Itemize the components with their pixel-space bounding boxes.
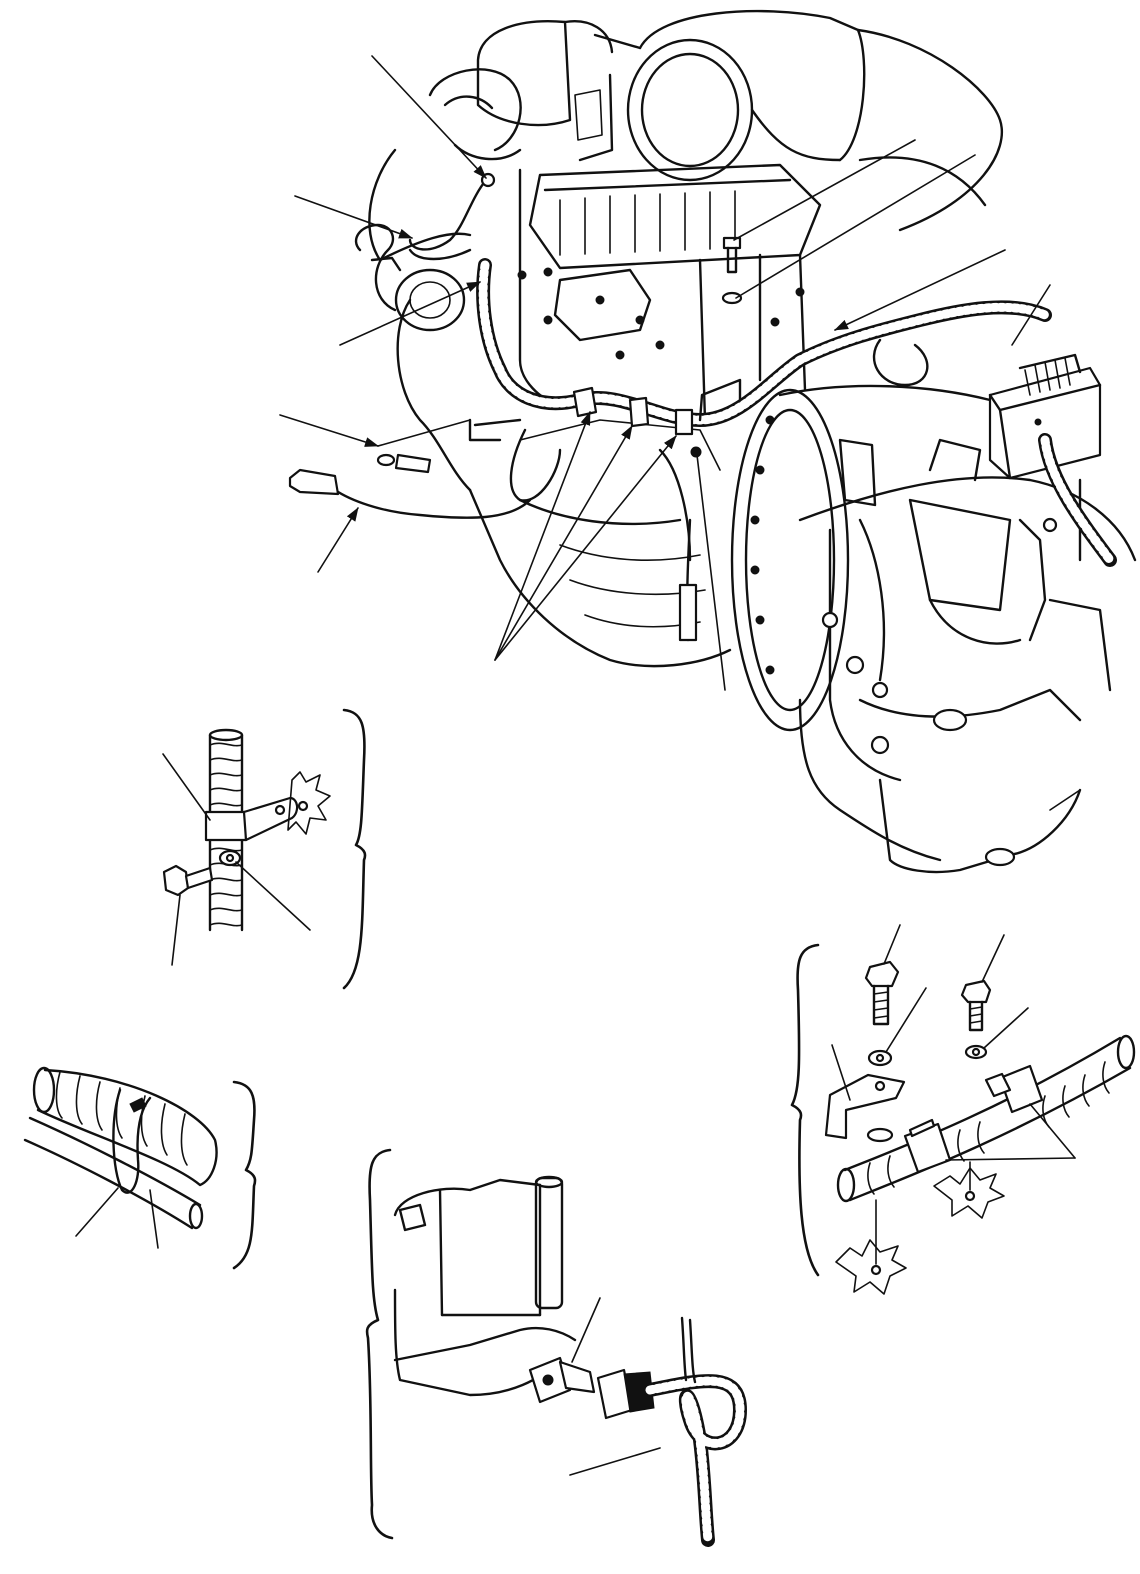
main-view-leaders [279, 55, 1081, 811]
air-cleaner [476, 9, 1004, 232]
detail-connector [365, 1148, 747, 1547]
engine-block [396, 267, 805, 668]
detail-bracket-clamps [790, 924, 1136, 1295]
main-harness [288, 172, 1117, 642]
engine-assembly [354, 9, 1137, 874]
detail-clamp-bracket [162, 708, 367, 990]
detail-cable-tie [23, 1066, 257, 1270]
fan-pulley [354, 223, 466, 332]
controller-box [988, 353, 1102, 480]
flywheel-housing [730, 384, 992, 732]
transmission-housing [798, 438, 1137, 874]
